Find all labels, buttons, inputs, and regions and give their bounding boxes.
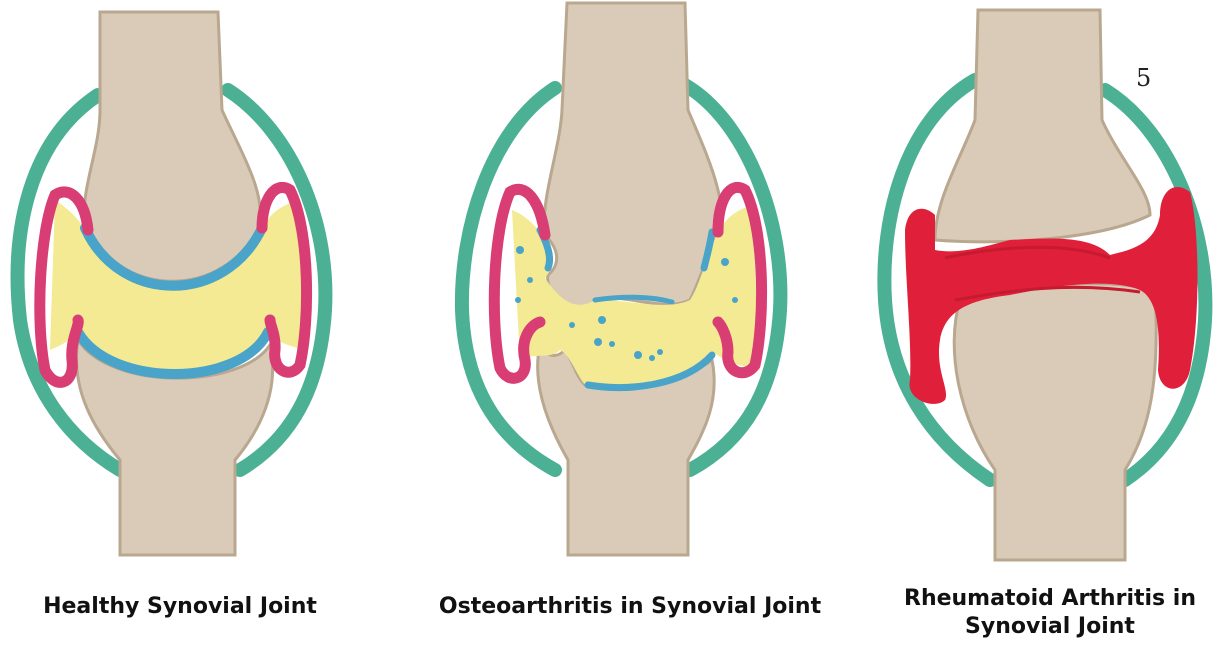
rheumatoid-caption-line-1: Rheumatoid Arthritis in <box>890 585 1210 613</box>
rheumatoid-joint-illustration <box>884 10 1205 560</box>
upper-bone <box>544 3 721 310</box>
page-number: 5 <box>1136 64 1151 92</box>
rheumatoid-arthritis-caption: Rheumatoid Arthritis in Synovial Joint <box>890 585 1210 641</box>
upper-bone <box>84 12 260 281</box>
healthy-joint-illustration <box>18 12 326 555</box>
lower-bone <box>954 284 1156 560</box>
healthy-joint-caption: Healthy Synovial Joint <box>10 593 350 621</box>
osteoarthritis-joint-illustration <box>462 3 781 555</box>
upper-bone <box>935 10 1150 242</box>
osteoarthritis-caption: Osteoarthritis in Synovial Joint <box>420 593 840 621</box>
rheumatoid-caption-line-2: Synovial Joint <box>890 613 1210 641</box>
